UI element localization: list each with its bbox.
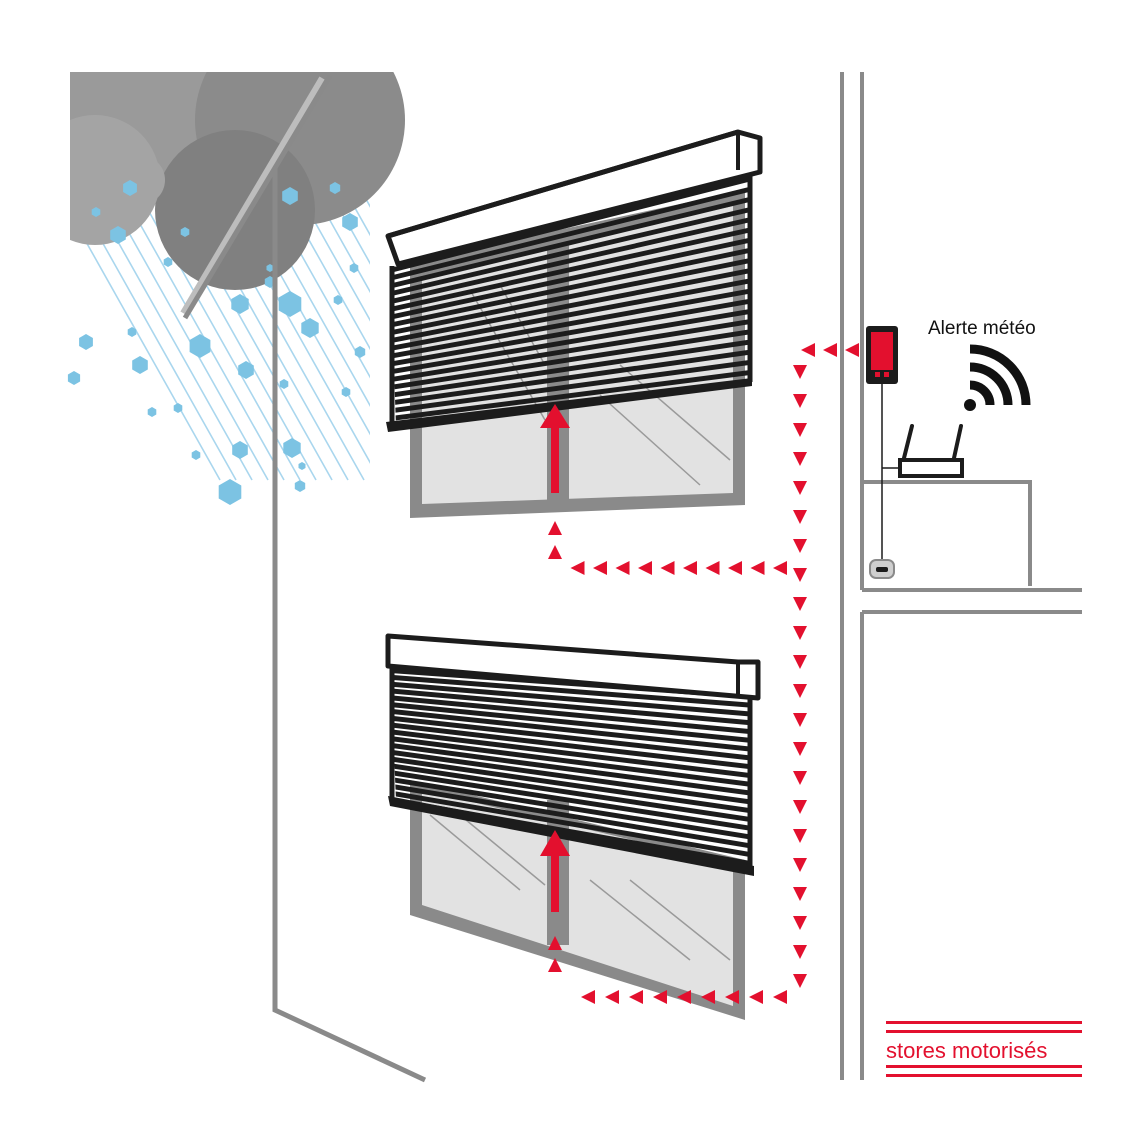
- hailstone: [354, 346, 366, 358]
- building-facade: [182, 74, 427, 1083]
- hailstone: [189, 334, 211, 358]
- hailstone: [67, 371, 81, 385]
- lower-blind-raise-arrow-icon: [540, 830, 570, 912]
- hailstone: [123, 180, 137, 196]
- hailstone: [349, 263, 359, 273]
- hailstone: [218, 479, 242, 505]
- upper-blind-raise-arrow-icon: [540, 404, 570, 493]
- hail-icon: [67, 180, 366, 505]
- weather-alert-label: Alerte météo: [928, 318, 1036, 339]
- hailstone: [282, 187, 298, 205]
- hailstone: [91, 207, 101, 217]
- lower-blind: [385, 633, 761, 876]
- hailstone: [278, 291, 302, 317]
- interior-wall: [840, 72, 1082, 1080]
- signal-path: [548, 343, 859, 1004]
- hailstone: [266, 264, 274, 272]
- hailstone: [79, 334, 93, 350]
- lower-blind-slats: [390, 668, 752, 867]
- hailstone: [191, 450, 201, 460]
- hailstone: [173, 403, 183, 413]
- hailstone: [329, 182, 341, 194]
- brand-logo: stores motorisés: [886, 1021, 1082, 1077]
- hailstone: [279, 379, 289, 389]
- hailstone: [283, 438, 301, 458]
- router-icon: [882, 424, 964, 478]
- hailstone: [127, 327, 137, 337]
- upper-blind: [385, 129, 763, 432]
- hailstone: [342, 213, 358, 231]
- hailstone: [333, 295, 343, 305]
- brand-name: stores motorisés: [886, 1038, 1047, 1063]
- hailstone: [294, 480, 306, 492]
- hailstone: [163, 257, 173, 267]
- hailstone: [147, 407, 157, 417]
- hailstone: [180, 227, 190, 237]
- hailstone: [301, 318, 319, 338]
- hailstone: [231, 294, 249, 314]
- hailstone: [232, 441, 248, 459]
- upper-blind-slats: [390, 176, 752, 426]
- weather-alert-controller-icon: [866, 326, 898, 562]
- hailstone: [132, 356, 148, 374]
- wifi-signal-icon: [964, 344, 1031, 411]
- hailstone: [341, 387, 351, 397]
- hailstone: [298, 462, 306, 470]
- hailstone: [110, 226, 126, 244]
- power-socket-icon: [869, 559, 895, 579]
- hailstone: [238, 361, 254, 379]
